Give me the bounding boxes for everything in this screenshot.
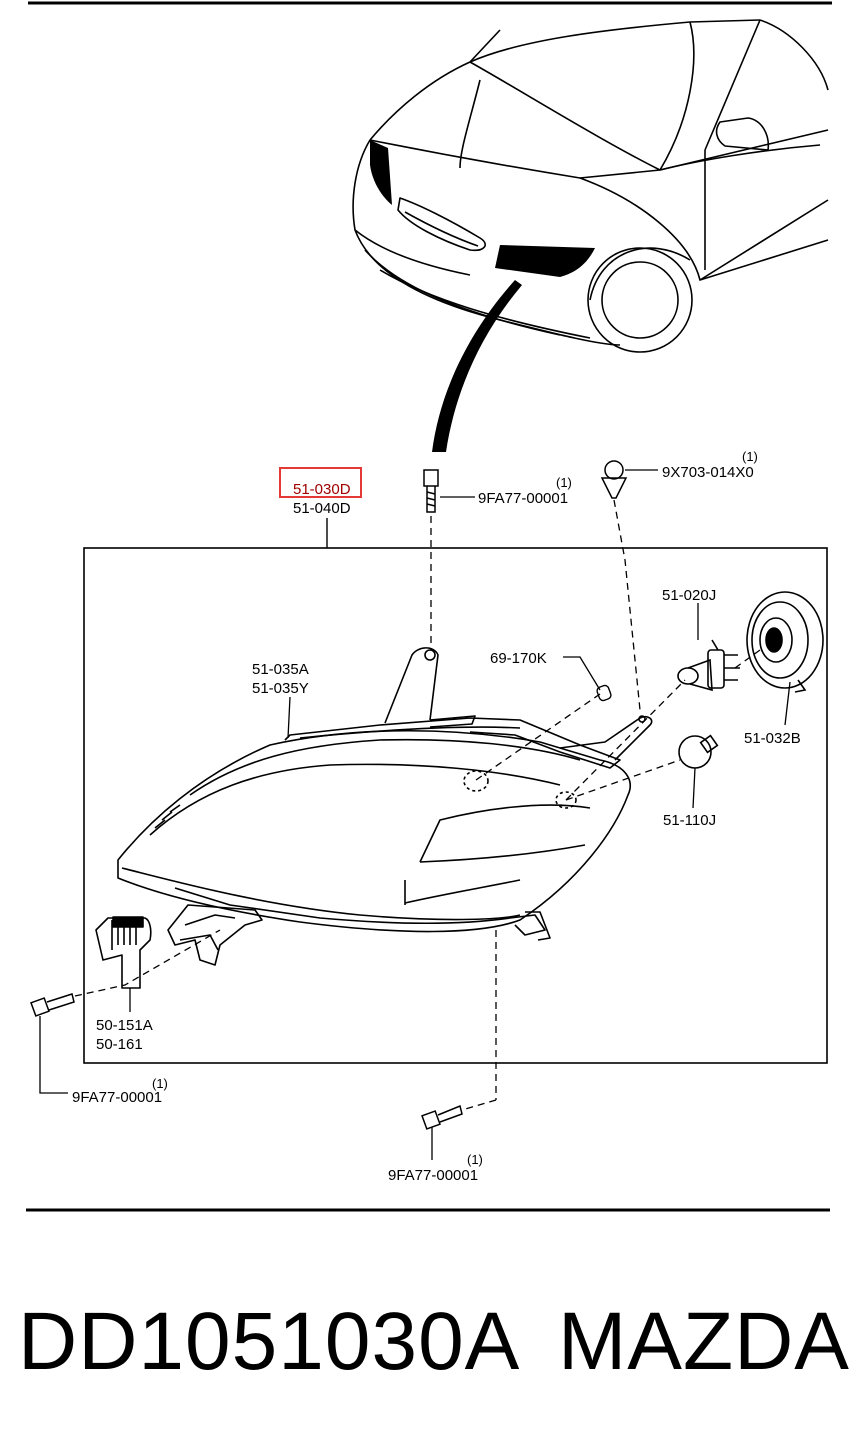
callout-51-030D: 51-030D: [293, 481, 351, 498]
callout-51-040D: 51-040D: [293, 500, 351, 517]
callout-9X703: 9X703-014X0: [662, 464, 754, 481]
brand: MAZDA: [558, 1296, 850, 1387]
part-number: DD1051030A: [18, 1296, 521, 1387]
callout-51-032B: 51-032B: [744, 730, 801, 747]
bolt-top: [423, 469, 439, 513]
car-headlight-right: [495, 245, 595, 277]
bolt-bottom: [421, 1104, 463, 1130]
callout-9FA77-left: 9FA77-00001: [72, 1089, 162, 1106]
caption: DD1051030A MAZDA: [18, 1295, 858, 1389]
callout-50-151A: 50-151A: [96, 1017, 153, 1034]
callout-bolt-bottom-qty: (1): [467, 1152, 483, 1167]
highlight-box: [279, 467, 362, 498]
leveling-actuator: [95, 916, 152, 989]
assembly-frame: [83, 547, 828, 1064]
h4-bulb: [677, 639, 740, 692]
callout-9FA77-bottom: 9FA77-00001: [388, 1167, 478, 1184]
headlight-assembly: [117, 647, 653, 966]
dust-cap: [746, 591, 824, 693]
leader-lines: [39, 469, 791, 1160]
bolt-left: [30, 993, 75, 1017]
clip: [600, 460, 628, 499]
callout-69-170K: 69-170K: [490, 650, 547, 667]
assembly-lines: [74, 499, 761, 1111]
turn-signal-bulb: [678, 734, 719, 769]
callout-51-110J: 51-110J: [663, 812, 716, 829]
callout-clip-qty: (1): [742, 449, 758, 464]
callout-50-161: 50-161: [96, 1036, 143, 1053]
callout-bolt-top-qty: (1): [556, 475, 572, 490]
callout-9FA77-top: 9FA77-00001: [478, 490, 568, 507]
callout-51-020J: 51-020J: [662, 587, 716, 604]
callout-bolt-left-qty: (1): [152, 1076, 168, 1091]
car-headlight-left: [370, 140, 392, 205]
callout-51-035A: 51-035A: [252, 661, 309, 678]
callout-51-035Y: 51-035Y: [252, 680, 309, 697]
leader-arc: [432, 280, 522, 452]
car-illustration: [352, 19, 829, 353]
